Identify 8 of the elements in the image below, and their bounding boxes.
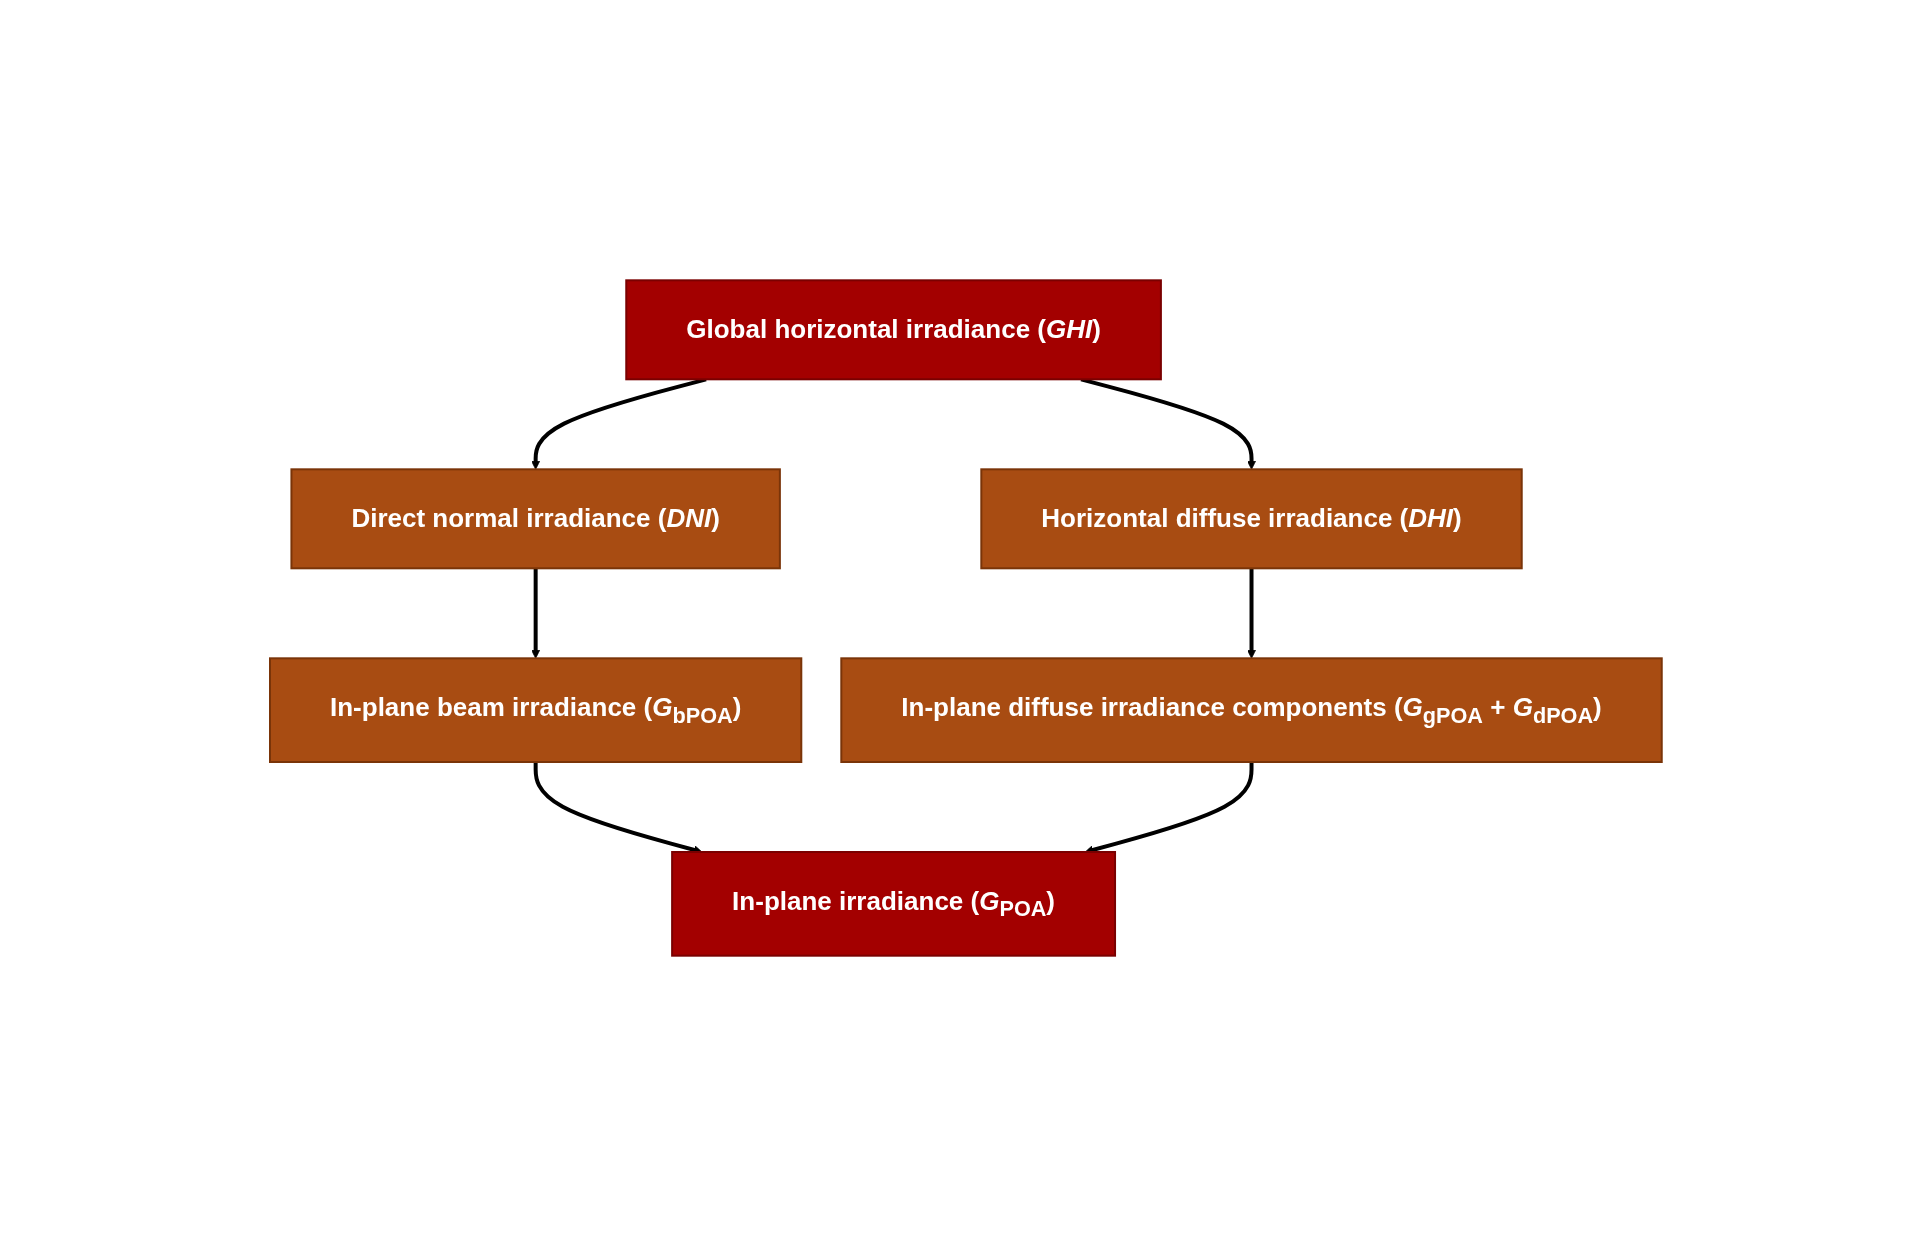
node-box: In-plane irradiance (G$_{POA}$) <box>671 851 1117 957</box>
node-box: In-plane beam irradiance (G$_{b}$$_{POA}$) <box>269 657 803 763</box>
node-box: Global horizontal irradiance (GHI) <box>625 279 1163 381</box>
arrow <box>1247 568 1257 659</box>
arrow <box>531 568 541 659</box>
node-box: In-plane diffuse irradiance components (G$_{g}$$_{POA}$ + G$_{d}$$_{POA}$) <box>840 657 1663 763</box>
node-box: Direct normal irradiance (DNI) <box>290 468 781 570</box>
node-box: Horizontal diffuse irradiance (DHI) <box>980 468 1523 570</box>
